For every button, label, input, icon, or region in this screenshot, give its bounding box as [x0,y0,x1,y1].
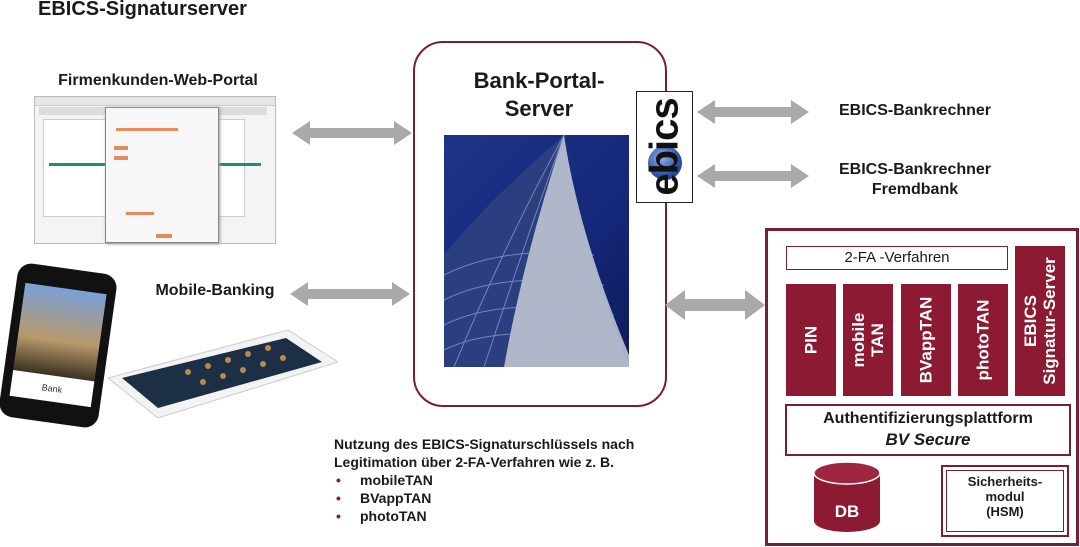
bank-portal-server-title: Bank-Portal- Server [473,68,605,121]
auth-platform-double-arrow [665,290,765,320]
database-icon [813,461,881,532]
bank-computer-label: EBICS-Bankrechner [838,102,992,119]
method-bullet-list: mobileTAN BVappTAN photoTAN [334,471,634,525]
web-portal-double-arrow [292,121,412,145]
mobile-banking-label: Mobile-Banking [155,282,275,299]
method-pin: PIN [786,284,836,396]
smartphone-image: Bank [0,261,119,430]
web-portal-screenshot [34,96,276,244]
foreign-bank-label: EBICS-Bankrechner Fremdbank [838,161,992,198]
database-label: DB [834,502,860,521]
bv-secure-platform: Authentifizierungsplattform BV Secure [785,404,1071,456]
foreign-bank-double-arrow [697,164,809,188]
bullet-item: BVappTAN [334,489,634,507]
diagram-title: EBICS-Signaturserver [38,0,247,20]
office-tower-image [444,135,629,367]
usage-description: Nutzung des EBICS-Signaturschlüssels nac… [334,435,634,525]
two-factor-header: 2-FA -Verfahren [786,246,1008,270]
bullet-item: photoTAN [334,507,634,525]
mobile-double-arrow [290,282,410,306]
ebics-logo: ebics [636,91,693,203]
hardware-security-module: Sicherheits- modul (HSM) [941,465,1069,537]
bullet-item: mobileTAN [334,471,634,489]
method-phototan: photoTAN [958,284,1008,396]
method-bvapptan: BVappTAN [901,284,951,396]
globe-icon [648,146,682,180]
web-portal-label: Firmenkunden-Web-Portal [58,72,258,89]
bank-computer-double-arrow [697,100,809,124]
tablet-image [108,329,338,419]
